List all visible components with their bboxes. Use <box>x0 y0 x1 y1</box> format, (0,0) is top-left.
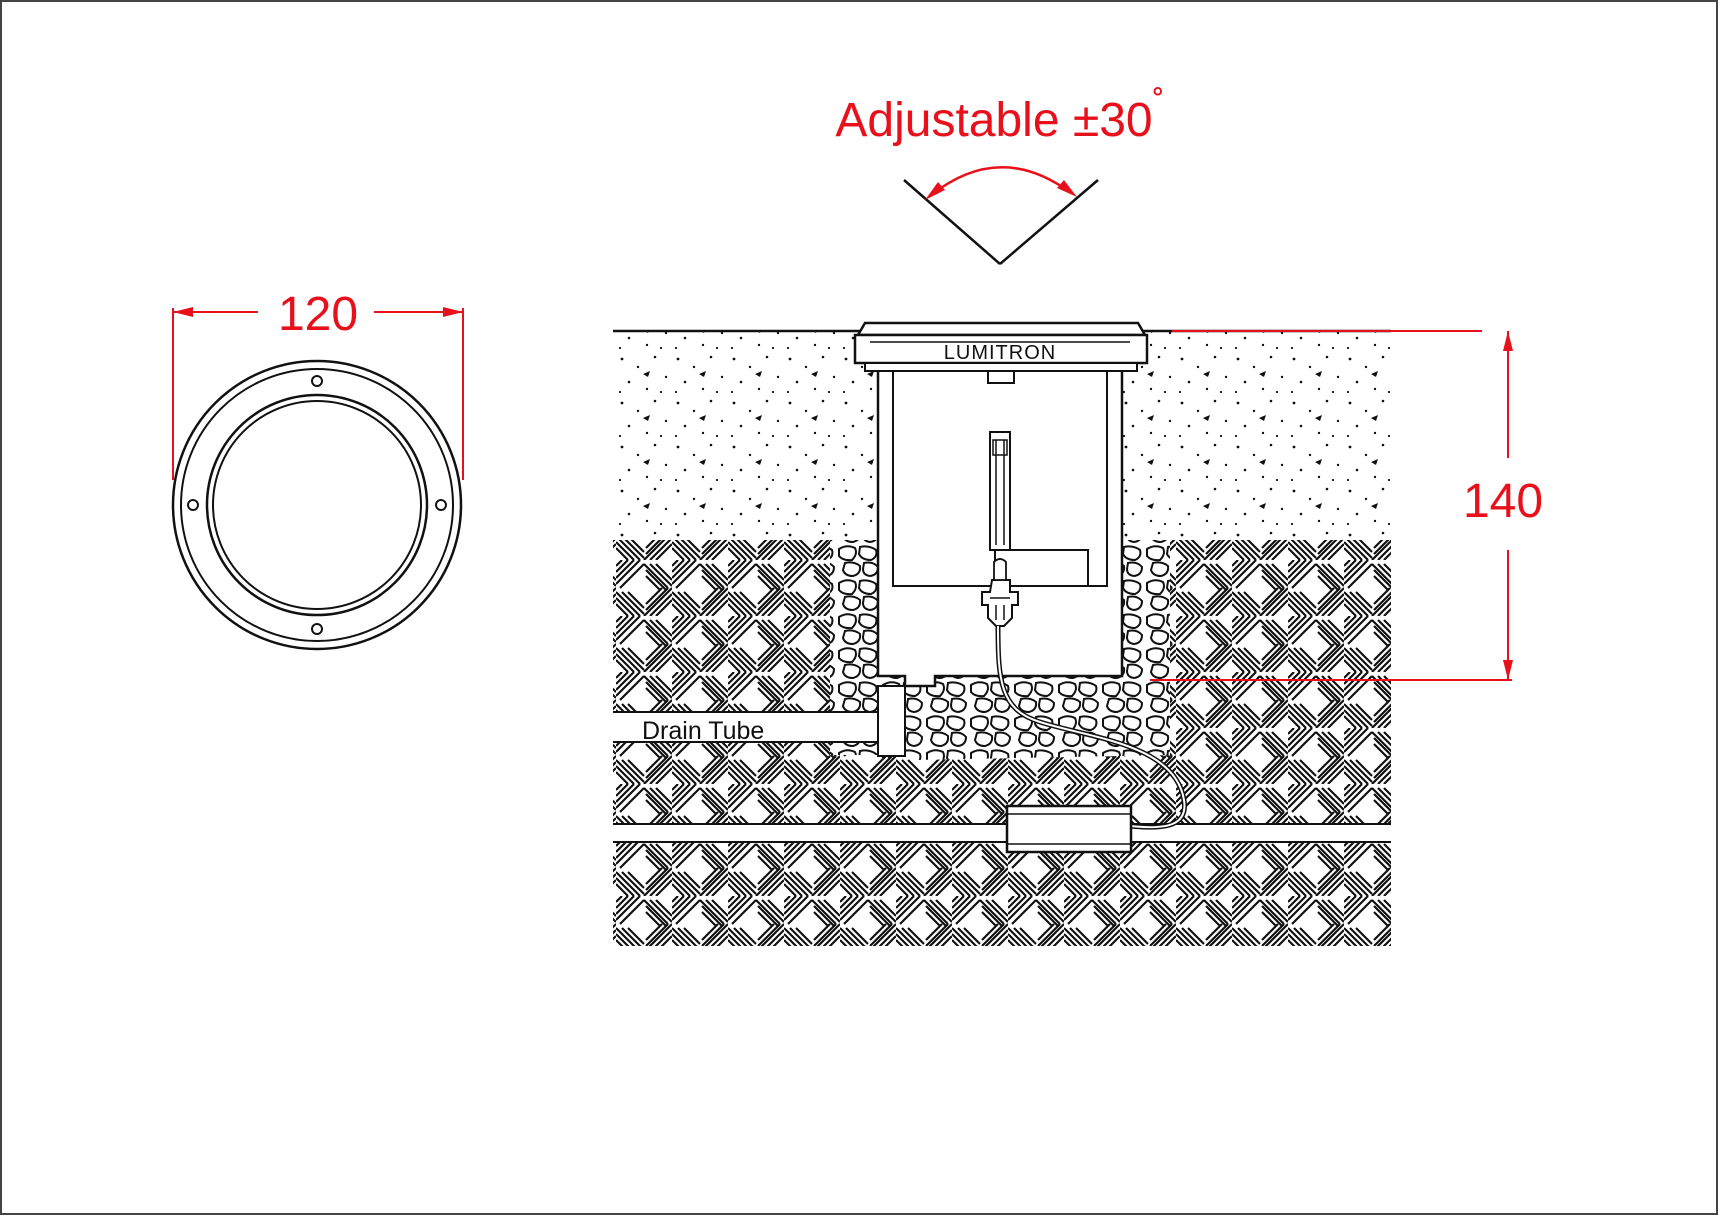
screw-hole-right <box>435 499 447 511</box>
drain-tube-label: Drain Tube <box>642 717 764 745</box>
lamp-top-cap <box>992 439 1008 456</box>
soil-layer-lower <box>613 842 1391 946</box>
screw-hole-top <box>311 375 323 387</box>
angle-label: Adjustable ±30˚ <box>835 83 1164 147</box>
drain-stub <box>877 685 906 757</box>
luminaire: LUMITRON <box>853 321 1187 854</box>
junction-box <box>1005 804 1133 854</box>
angle-arc <box>929 166 1072 197</box>
angle-arrow-right <box>1057 180 1077 197</box>
angle-arm-left <box>903 179 1001 265</box>
flange-inner-ring <box>180 368 454 642</box>
height-label: 140 <box>1463 475 1543 528</box>
screw-hole-left <box>187 499 199 511</box>
drain-tube <box>613 712 905 742</box>
flange <box>853 333 1149 365</box>
diameter-label: 120 <box>278 288 358 341</box>
angle-arm-right <box>999 179 1099 265</box>
conduit-band <box>613 824 1391 842</box>
screw-hole-bottom <box>311 623 323 635</box>
lens-inner-ring <box>212 400 422 610</box>
height-dimension <box>1150 330 1513 681</box>
top-trim <box>855 321 1148 337</box>
mount-tab <box>987 370 1015 384</box>
lens-outer-ring <box>205 393 429 617</box>
brand-label: LUMITRON <box>944 342 1056 364</box>
diameter-dimension <box>172 307 464 480</box>
top-view <box>171 359 463 651</box>
lamp-socket <box>981 579 1019 627</box>
flange-lip <box>864 362 1138 372</box>
flange-outer-ring <box>171 359 463 651</box>
angle-arrow-left <box>925 182 945 200</box>
